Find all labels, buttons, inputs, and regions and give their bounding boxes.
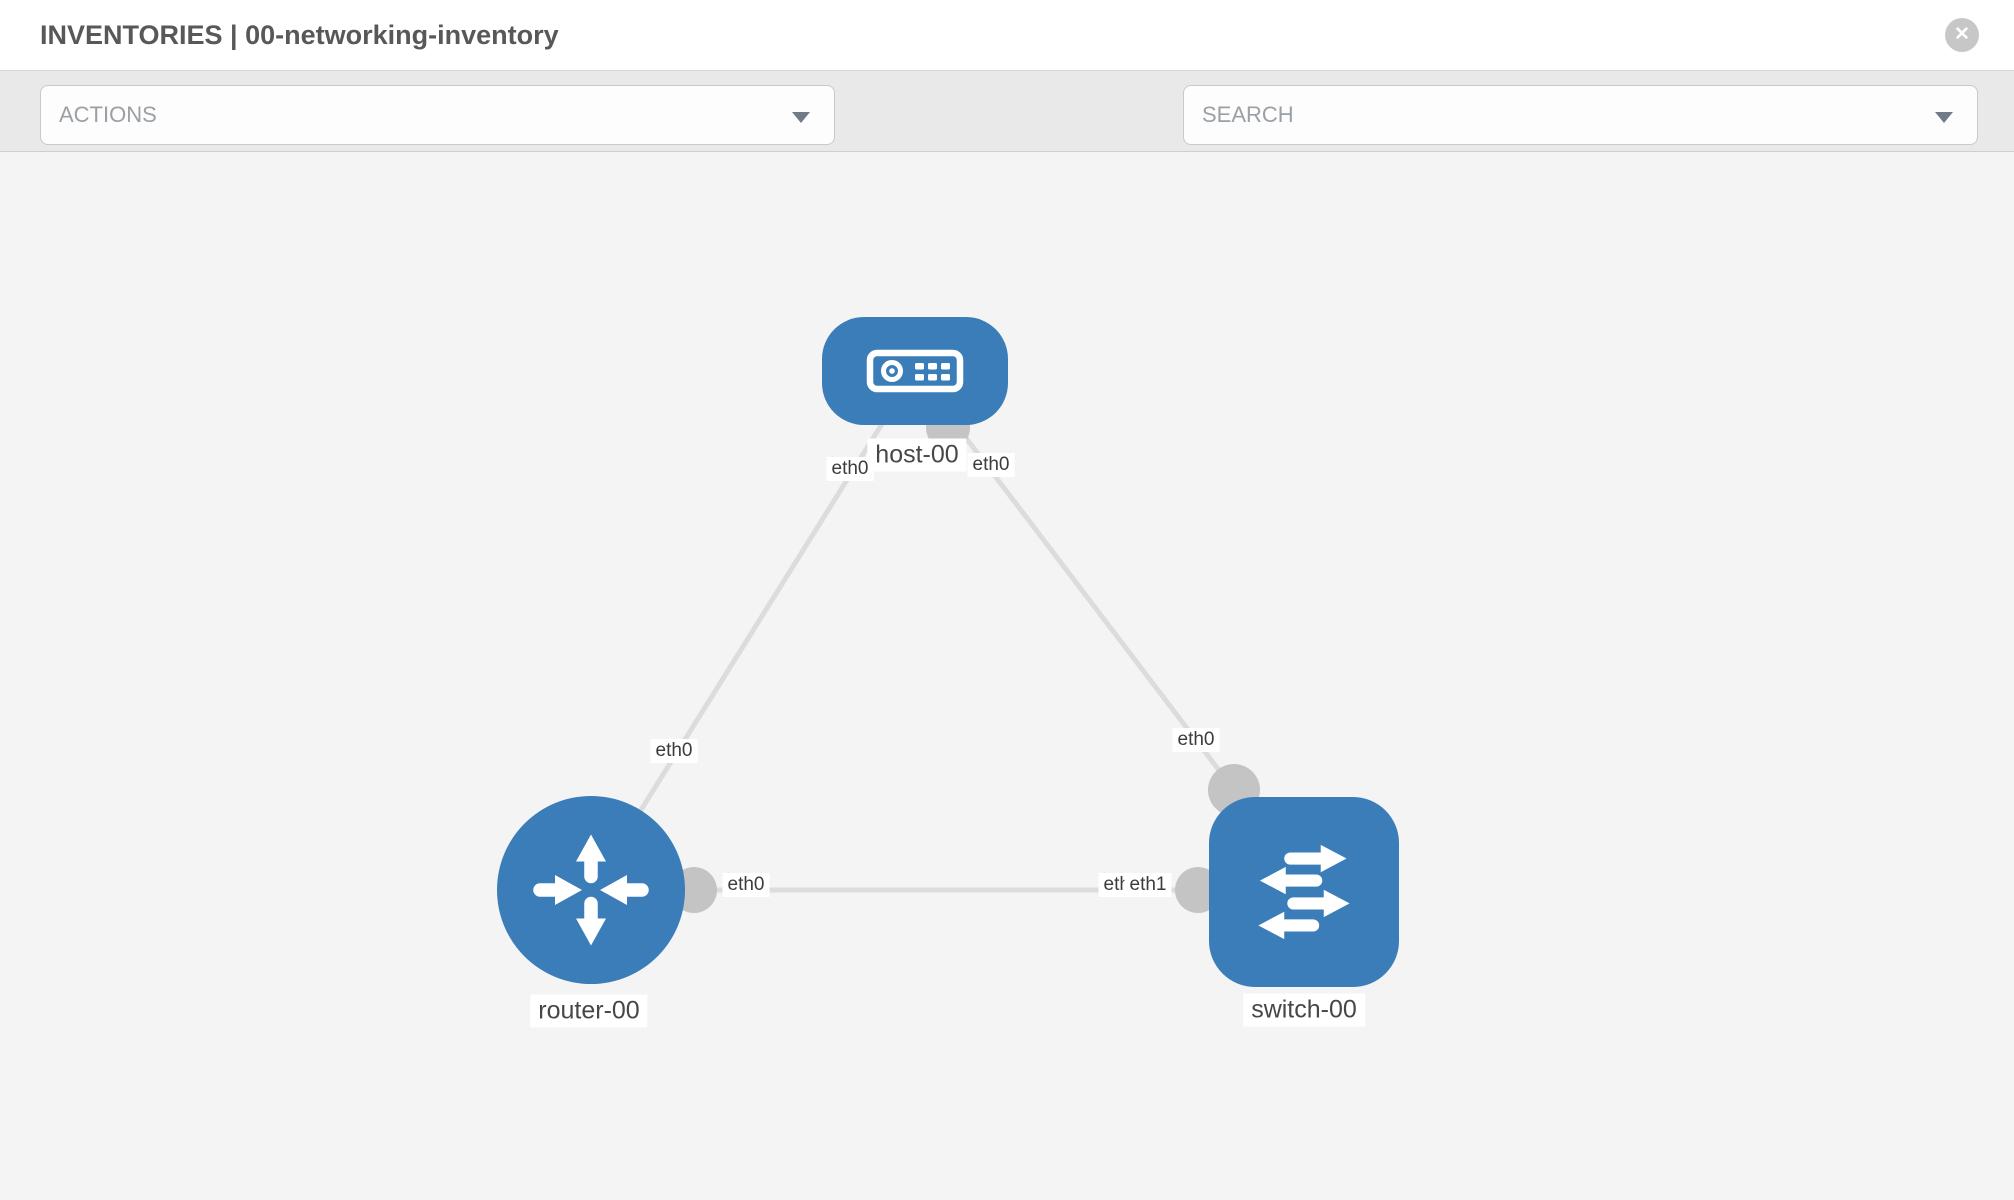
node-label-host: host-00 bbox=[867, 438, 967, 472]
interface-label: eth0 bbox=[967, 453, 1015, 477]
host-icon bbox=[866, 349, 964, 393]
search-dropdown[interactable]: SEARCH bbox=[1183, 85, 1978, 145]
node-host-00[interactable] bbox=[822, 317, 1008, 425]
node-label-router: router-00 bbox=[530, 994, 648, 1028]
actions-dropdown-label: ACTIONS bbox=[59, 102, 157, 127]
header: INVENTORIES | 00-networking-inventory ✕ bbox=[0, 0, 2014, 70]
node-label-switch: switch-00 bbox=[1243, 993, 1365, 1027]
interface-label: eth1 bbox=[1124, 873, 1172, 897]
switch-icon bbox=[1258, 844, 1350, 940]
router-icon bbox=[533, 834, 649, 946]
chevron-down-icon bbox=[792, 112, 810, 123]
search-dropdown-label: SEARCH bbox=[1202, 102, 1294, 127]
topology-canvas[interactable]: host-00 router-00 switch-00 eth0 eth0 et… bbox=[0, 152, 2014, 1200]
interface-label: eth0 bbox=[1172, 728, 1220, 752]
close-icon[interactable]: ✕ bbox=[1945, 18, 1979, 52]
node-switch-00[interactable] bbox=[1209, 797, 1399, 987]
interface-label: eth0 bbox=[722, 873, 770, 897]
node-router-00[interactable] bbox=[497, 796, 685, 984]
page-title: INVENTORIES | 00-networking-inventory bbox=[40, 20, 559, 50]
chevron-down-icon bbox=[1935, 112, 1953, 123]
link-host-switch[interactable] bbox=[913, 369, 1236, 792]
interface-label: eth0 bbox=[650, 739, 698, 763]
interface-label: eth0 bbox=[826, 457, 874, 481]
actions-dropdown[interactable]: ACTIONS bbox=[40, 85, 835, 145]
toolbar: ACTIONS SEARCH bbox=[0, 70, 2014, 204]
topology-links-layer bbox=[588, 369, 1260, 913]
